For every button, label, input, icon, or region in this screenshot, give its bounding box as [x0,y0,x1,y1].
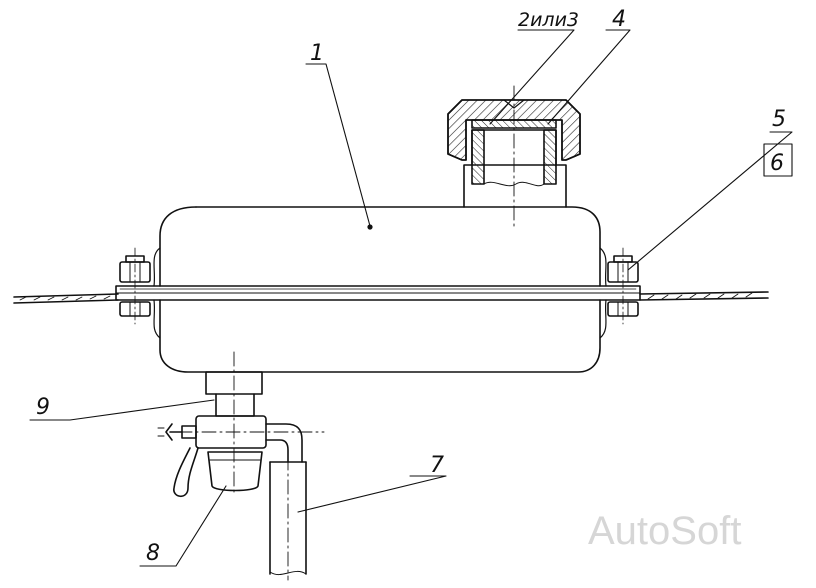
filler-cap [447,99,581,161]
left-bolt-assembly [119,247,151,325]
tank-body [153,206,607,373]
right-bolt-assembly [607,247,639,325]
label-cap-variant: 2или3 [518,9,579,31]
drain-pipe [269,461,307,576]
label-nut: 6 [770,151,784,176]
label-valve: 9 [36,395,50,420]
label-drain-pipe: 7 [430,453,444,478]
watermark: AutoSoft [588,509,741,553]
tank-flange [115,285,641,301]
label-bolt: 5 [772,107,786,132]
mounting-panel [13,291,769,304]
drain-valve [157,415,303,498]
label-cup: 8 [146,541,160,566]
filler-neck [463,129,567,208]
centerline [177,85,515,581]
leader-lines [29,29,793,567]
sediment-cup [207,451,263,492]
label-gasket: 4 [612,7,626,32]
label-tank: 1 [310,41,324,66]
